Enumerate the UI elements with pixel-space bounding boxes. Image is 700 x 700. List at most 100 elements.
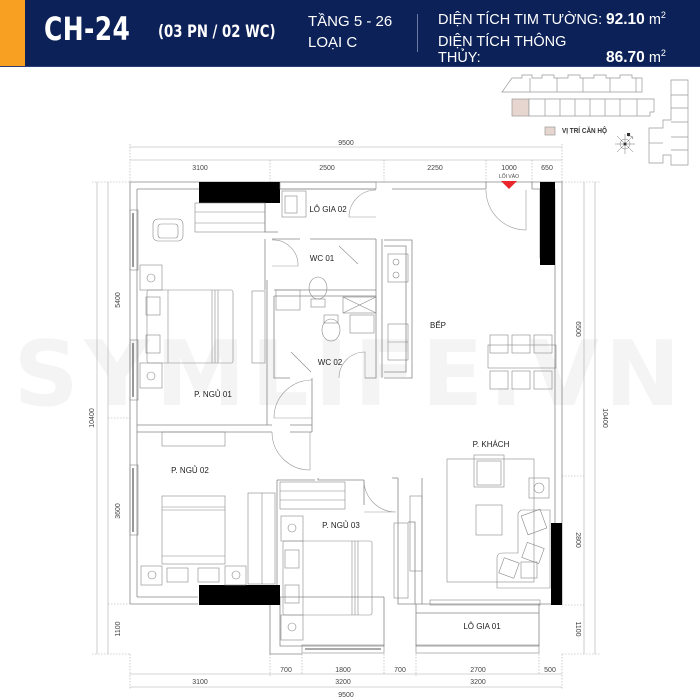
dim-bottom-4: 2700 — [470, 667, 486, 674]
sink-wc-01 — [275, 289, 301, 311]
dim-left-total: 10400 — [89, 408, 96, 428]
side-table — [528, 477, 550, 499]
area-gross-sup: 2 — [660, 10, 666, 20]
dim-bottom-group-1: 3100 — [192, 679, 208, 686]
floor-info: TẦNG 5 - 26 LOẠI C — [308, 11, 392, 53]
label-p-ngu-03: P. NGỦ 03 — [322, 521, 360, 530]
sofa — [496, 509, 551, 589]
dim-bottom-3: 700 — [394, 667, 406, 674]
area-net-sup: 2 — [660, 48, 666, 59]
key-plan-row-top — [501, 74, 643, 93]
unit-type: LOẠI C — [308, 34, 358, 51]
door-lo-gia-02 — [348, 189, 377, 218]
dim-bottom-2: 1800 — [335, 667, 351, 674]
shower-wc-01 — [342, 296, 377, 314]
label-wc-02: WC 02 — [318, 358, 343, 367]
area-net-value: 86.70 — [606, 49, 645, 66]
entrance-label: LỐI VÀO — [499, 173, 519, 180]
structural-columns — [199, 182, 562, 605]
floor-range: TẦNG 5 - 26 — [308, 13, 393, 30]
column-right-upper — [540, 182, 555, 265]
dim-left-2: 3600 — [115, 503, 122, 519]
windows — [129, 181, 541, 654]
dim-right-1: 6500 — [574, 321, 581, 337]
washer — [281, 190, 307, 218]
area-gross: DIỆN TÍCH TIM TƯỜNG:92.10 m2 — [438, 10, 666, 29]
dim-right-2: 2800 — [574, 532, 581, 548]
toilet-wc-02 — [321, 318, 341, 342]
header-bar: CH-24 (03 PN / 02 WC) TẦNG 5 - 26 LOẠI C… — [0, 0, 700, 67]
dining-table — [487, 334, 557, 390]
wardrobe-p-ngu-02 — [247, 492, 276, 585]
sink-wc-02 — [349, 314, 375, 334]
bed-p-ngu-03 — [280, 515, 373, 641]
label-lo-gia-01: LÔ GIA 01 — [463, 622, 501, 631]
dim-top-3: 2250 — [427, 165, 443, 172]
column-right-lower — [551, 523, 562, 605]
column-top-left — [199, 182, 280, 203]
area-net: DIỆN TÍCH THÔNG THỦY: 86.70 m2 — [438, 34, 666, 67]
area-gross-label: DIỆN TÍCH TIM TƯỜNG: — [438, 11, 603, 28]
key-plan-row-bottom — [511, 98, 655, 117]
wardrobe-p-ngu-01 — [194, 202, 266, 233]
desk-p-ngu-02 — [161, 431, 226, 447]
watermark: SYMLIFE.VN — [14, 322, 687, 427]
header-divider — [417, 14, 418, 52]
dim-bottom-group-2: 3200 — [335, 679, 351, 686]
legend-swatch — [544, 126, 556, 136]
room-labels: LÔ GIA 02 WC 01 WC 02 BẾP P. NGỦ 01 P. N… — [171, 205, 509, 631]
label-bep: BẾP — [430, 320, 446, 330]
chair-p-ngu-01 — [152, 218, 184, 242]
key-plan-legend-label: VỊ TRÍ CĂN HỘ — [562, 126, 607, 135]
area-gross-value: 92.10 — [606, 10, 645, 28]
column-bottom-left — [199, 585, 280, 605]
dim-left-1: 5400 — [115, 292, 122, 308]
rooms-summary: (03 PN / 02 WC) — [158, 22, 276, 42]
dim-bottom-1: 700 — [280, 667, 292, 674]
dim-top-2: 2500 — [319, 165, 335, 172]
door-p-ngu-03 — [363, 479, 397, 513]
area-gross-unit: m — [648, 11, 661, 28]
label-p-ngu-02: P. NGỦ 02 — [171, 466, 209, 475]
tv-unit-p-ngu-03 — [393, 522, 409, 599]
tv-unit-p-ngu-01 — [251, 290, 266, 364]
area-net-label: DIỆN TÍCH THÔNG THỦY: — [438, 34, 567, 66]
door-wc-02 — [338, 351, 366, 379]
entrance-door — [485, 189, 527, 231]
dimension-labels: 9500 3100 2500 2250 1000 650 700 1800 70… — [89, 140, 608, 699]
entrance-marker-icon — [501, 181, 517, 189]
floor-plan: SYMLIFE.VN — [14, 74, 689, 699]
dim-top-total: 9500 — [338, 140, 354, 147]
living-room-set — [446, 454, 551, 589]
dim-bottom-total: 9500 — [338, 692, 354, 699]
armchair — [473, 454, 505, 488]
dim-bottom-group-3: 3200 — [470, 679, 486, 686]
area-net-unit: m — [648, 50, 661, 66]
doors — [271, 189, 527, 513]
door-wc-01 — [271, 239, 299, 267]
unit-code: CH-24 — [44, 10, 131, 48]
dim-top-5: 650 — [541, 165, 553, 172]
tv-unit-living — [409, 495, 423, 572]
accent-stripe — [0, 0, 25, 66]
wardrobe-p-ngu-03 — [279, 481, 346, 510]
label-lo-gia-02: LÔ GIA 02 — [309, 205, 347, 214]
dim-right-3: 1100 — [574, 621, 581, 636]
dim-top-1: 3100 — [192, 165, 208, 172]
label-wc-01: WC 01 — [310, 254, 335, 263]
label-p-khach: P. KHÁCH — [473, 440, 510, 449]
door-p-ngu-01 — [273, 379, 313, 419]
coffee-table — [475, 504, 503, 536]
dim-bottom-5: 500 — [544, 667, 556, 674]
furniture — [139, 190, 557, 641]
key-plan-highlight — [511, 98, 530, 117]
dim-left-3: 1100 — [115, 621, 122, 636]
bed-p-ngu-01 — [139, 264, 234, 389]
dim-right-total: 10400 — [601, 408, 608, 428]
compass-north-icon — [615, 133, 635, 154]
key-plan — [501, 74, 689, 166]
bed-p-ngu-02 — [140, 495, 247, 586]
door-p-ngu-02 — [271, 431, 311, 471]
dim-top-4: 1000 — [501, 165, 517, 172]
dimension-lines — [92, 144, 600, 690]
